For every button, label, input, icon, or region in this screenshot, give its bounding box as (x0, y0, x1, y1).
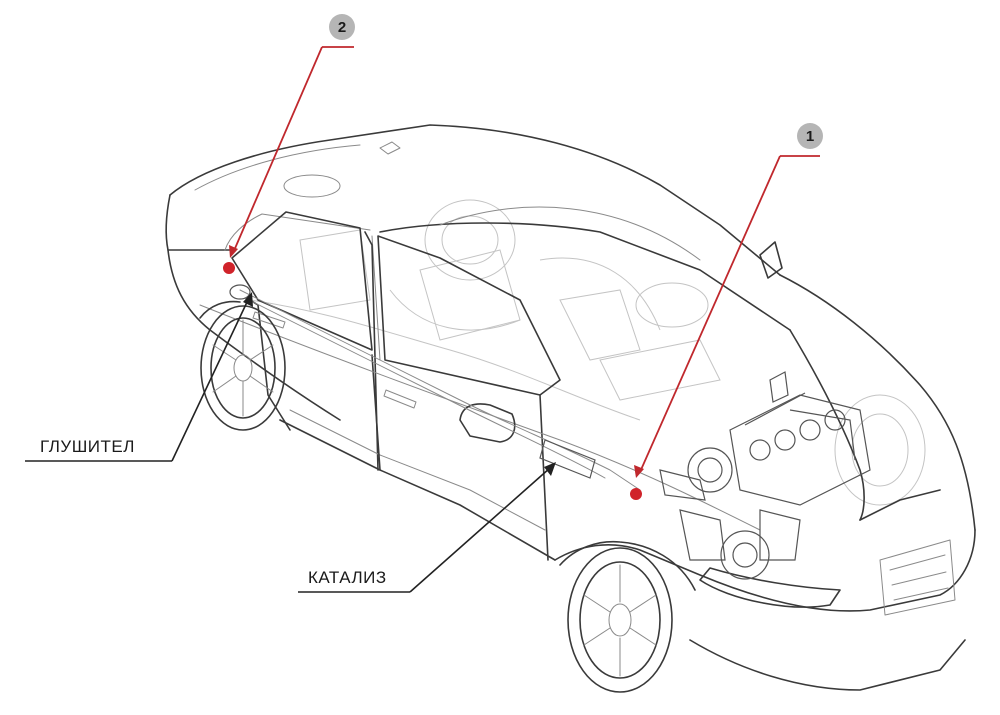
callout-2-badge (329, 14, 355, 40)
catalyst-callout: КАТАЛИЗ (298, 462, 556, 593)
callout-2-marker (223, 262, 235, 274)
catalyst-pointer (409, 467, 551, 593)
callout-1-line (639, 155, 781, 473)
muffler-label: ГЛУШИТЕЛ (40, 437, 135, 456)
callout-1-number: 1 (806, 128, 814, 145)
callout-1-badge (797, 123, 823, 149)
car-body-upper (165, 124, 791, 471)
front-wheel (559, 540, 696, 693)
engine-bay (659, 371, 871, 580)
callout-2-line (232, 46, 323, 254)
car-body-lower (167, 241, 976, 691)
catalyst-label: КАТАЛИЗ (308, 568, 387, 587)
car-illustration (165, 124, 976, 693)
exhaust-pipe (229, 284, 641, 491)
callout-2-number: 2 (338, 19, 346, 36)
callout-1: 1 (630, 123, 823, 500)
muffler-callout: ГЛУШИТЕЛ (25, 292, 253, 462)
callout-2-arrowhead (229, 245, 238, 258)
muffler-pointer (171, 299, 249, 462)
muffler-arrowhead (243, 292, 253, 307)
callout-2: 2 (223, 14, 355, 274)
catalyst-arrowhead (544, 462, 556, 476)
callout-1-marker (630, 488, 642, 500)
rear-wheel (199, 300, 286, 431)
callout-1-arrowhead (634, 465, 644, 478)
